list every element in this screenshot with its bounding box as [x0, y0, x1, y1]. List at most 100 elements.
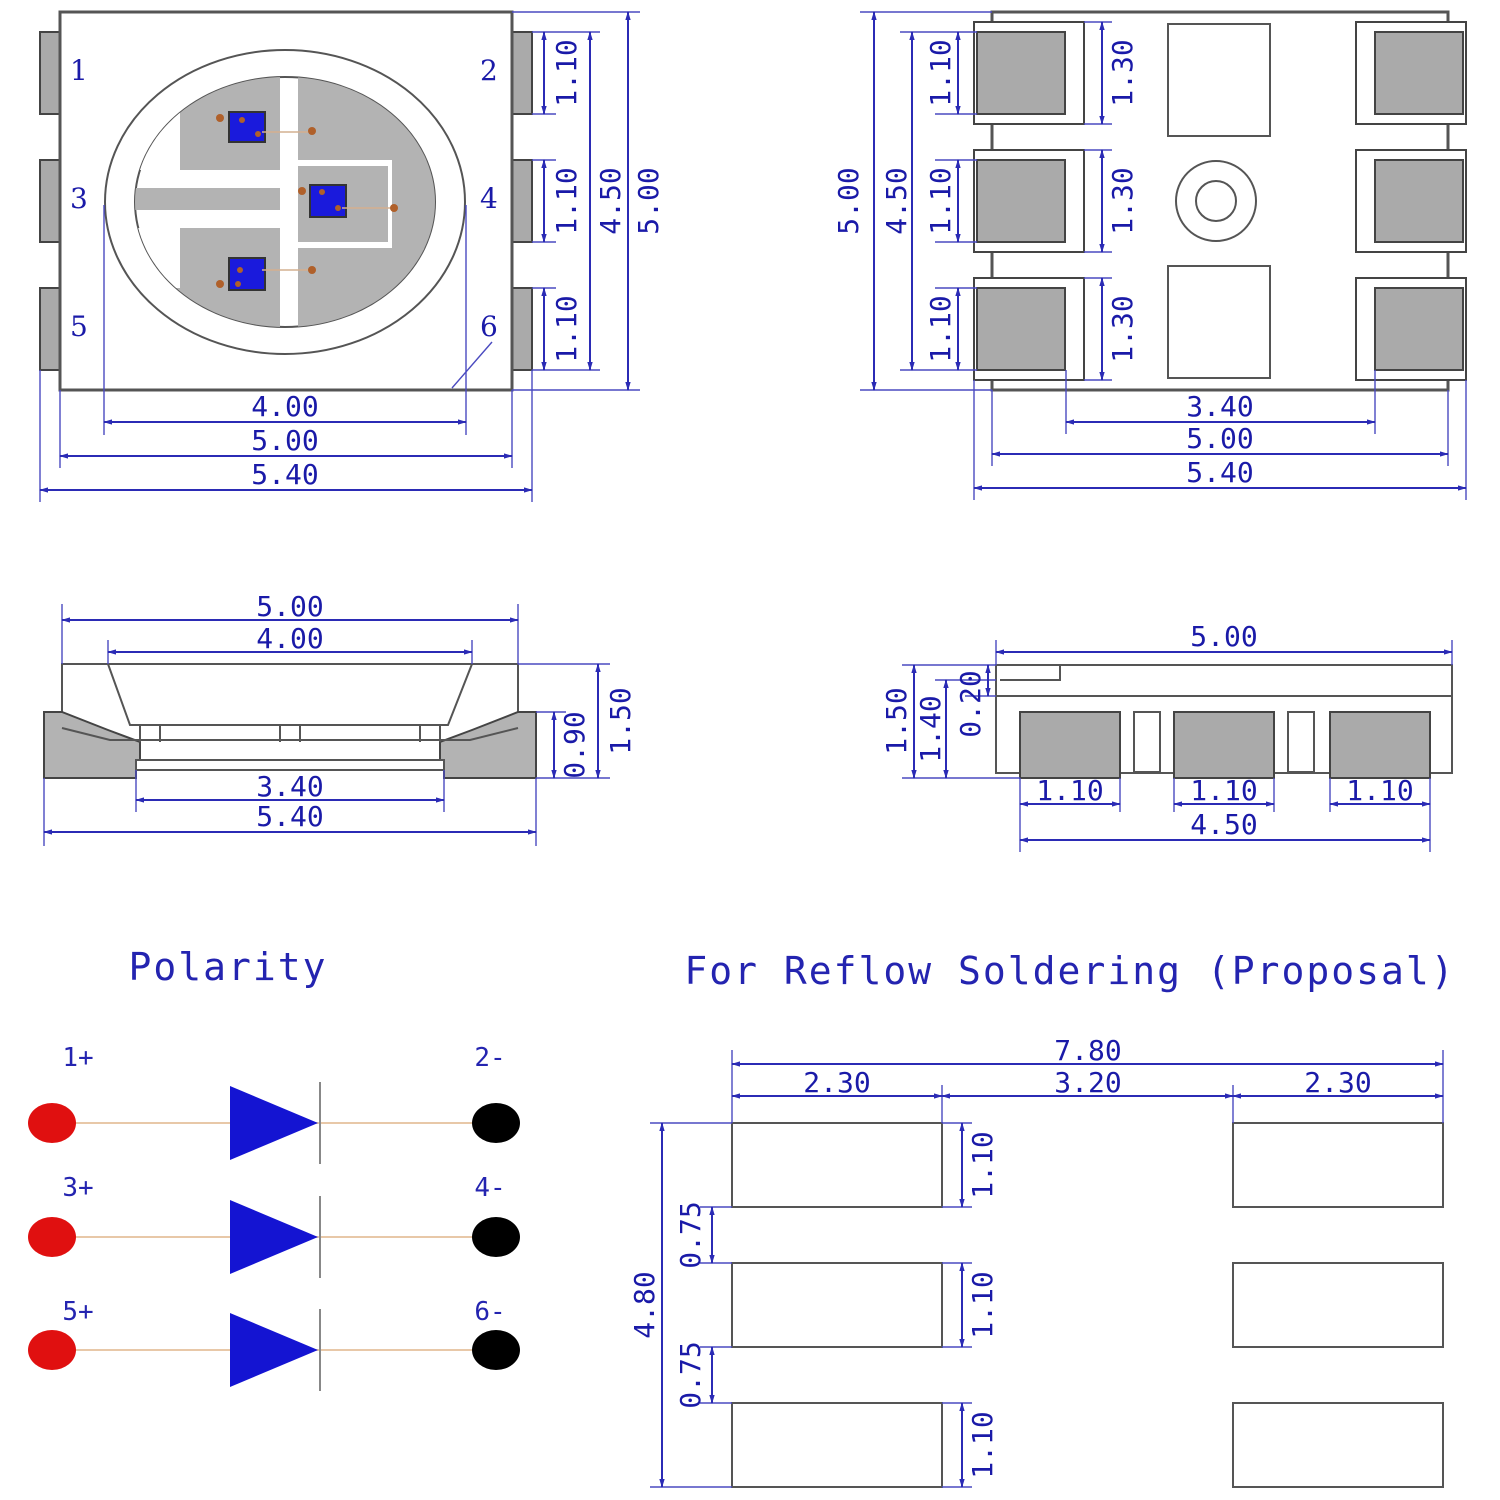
pin-label-2: 2 — [480, 54, 498, 87]
dim-body-width: 5.00 — [251, 424, 318, 457]
cathode-dot-2 — [472, 1103, 520, 1143]
anode-label-3: 3+ — [62, 1173, 93, 1203]
diode-symbol-3 — [230, 1313, 318, 1387]
anode-label-1: 1+ — [62, 1043, 93, 1073]
lead-2 — [511, 31, 533, 115]
bottom-pad-1 — [976, 31, 1066, 115]
dim-bottom-pad-l-1: 1.30 — [1106, 39, 1139, 106]
cathode-label-2: 2- — [474, 1043, 505, 1073]
lead-6 — [511, 287, 533, 371]
top-view: 1 2 3 4 5 6 4.00 5.00 5.40 1.10 1.10 1.1… — [39, 10, 665, 502]
dim-bottom-body-width: 5.00 — [1186, 422, 1253, 455]
lead-4 — [511, 159, 533, 243]
cathode-label-6: 6- — [474, 1297, 505, 1327]
dim-reflow-gap: 3.20 — [1054, 1066, 1121, 1099]
dim-reflow-pad-width-left: 2.30 — [803, 1066, 870, 1099]
pin-label-5: 5 — [70, 310, 88, 343]
dim-body-height: 5.00 — [632, 167, 665, 234]
dim-side-body-width: 5.00 — [256, 590, 323, 623]
dim-bottom-pad-l-2: 1.30 — [1106, 167, 1139, 234]
thermal-pad-bottom — [1167, 265, 1271, 379]
center-mark-inner — [1195, 180, 1237, 222]
polarity-section: Polarity 1+ 2- 3+ 4- 5+ 6- — [28, 945, 520, 1391]
dim-right-pad-3: 1.10 — [1346, 774, 1413, 807]
polarity-row-1: 1+ 2- — [28, 1043, 520, 1164]
anode-dot-3 — [28, 1217, 76, 1257]
dim-side-overall-width: 5.40 — [256, 800, 323, 833]
dim-bottom-pad-pitch: 3.40 — [1186, 390, 1253, 423]
dim-right-height: 1.50 — [880, 687, 913, 754]
dim-pad-pitch-2: 1.10 — [550, 167, 583, 234]
polarity-row-2: 3+ 4- — [28, 1173, 520, 1278]
anode-label-5: 5+ — [62, 1297, 93, 1327]
dim-side-lens: 4.00 — [256, 622, 323, 655]
dim-reflow-pad-h-2: 1.10 — [966, 1271, 999, 1338]
led-chip-3 — [216, 257, 316, 291]
footprint-pad-l1 — [731, 1122, 943, 1208]
side-lens-profile — [107, 663, 473, 726]
center-mark-outer — [1175, 160, 1257, 242]
pin-label-4: 4 — [480, 182, 498, 215]
lead-5 — [39, 287, 61, 371]
dim-side-pad-pitch: 3.40 — [256, 770, 323, 803]
dim-bottom-body-height: 5.00 — [832, 167, 865, 234]
footprint-pad-l3 — [731, 1402, 943, 1488]
footprint-pad-r1 — [1232, 1122, 1444, 1208]
right-side-pad-3 — [1329, 711, 1431, 779]
bottom-pad-3 — [976, 159, 1066, 243]
bottom-pad-2 — [1374, 31, 1464, 115]
bottom-pad-4 — [1374, 159, 1464, 243]
diode-symbol-2 — [230, 1200, 318, 1274]
dim-reflow-spacing-1: 0.75 — [674, 1201, 707, 1268]
dim-reflow-total-width: 7.80 — [1054, 1034, 1121, 1067]
package-body — [58, 10, 514, 392]
footprint-pad-r3 — [1232, 1402, 1444, 1488]
right-side-pad-1 — [1019, 711, 1121, 779]
right-side-pad-2 — [1173, 711, 1275, 779]
dim-bottom-pad-w-2: 1.10 — [924, 167, 957, 234]
dim-reflow-pad-h-1: 1.10 — [966, 1131, 999, 1198]
dim-bottom-pad-w-1: 1.10 — [924, 39, 957, 106]
dim-pad-pitch-1: 1.10 — [550, 39, 583, 106]
lead-1 — [39, 31, 61, 115]
dim-reflow-total-height: 4.80 — [628, 1271, 661, 1338]
pin-label-6: 6 — [480, 310, 498, 343]
bottom-pad-6 — [1374, 287, 1464, 371]
dim-right-body-height: 1.40 — [914, 695, 947, 762]
lead-frame — [134, 76, 436, 328]
footprint-pad-l2 — [731, 1262, 943, 1348]
cathode-dot-6 — [472, 1330, 520, 1370]
diode-symbol-1 — [230, 1086, 318, 1160]
polarity-row-3: 5+ 6- — [28, 1297, 520, 1391]
dim-pad-pitch-3: 1.10 — [550, 295, 583, 362]
footprint-pad-r2 — [1232, 1262, 1444, 1348]
dim-reflow-spacing-2: 0.75 — [674, 1341, 707, 1408]
pin-label-1: 1 — [70, 54, 88, 87]
anode-dot-1 — [28, 1103, 76, 1143]
dim-bottom-pad-l-3: 1.30 — [1106, 295, 1139, 362]
dim-bottom-pad-span: 4.50 — [880, 167, 913, 234]
led-chip-2 — [298, 184, 398, 218]
dim-right-pad-1: 1.10 — [1036, 774, 1103, 807]
side-lead-right — [439, 711, 537, 779]
thermal-pad-top — [1167, 23, 1271, 137]
dim-right-body-width: 5.00 — [1190, 620, 1257, 653]
dim-lens-width: 4.00 — [251, 390, 318, 423]
lead-3 — [39, 159, 61, 243]
cathode-dot-4 — [472, 1217, 520, 1257]
dim-bottom-pad-w-3: 1.10 — [924, 295, 957, 362]
bottom-view: 5.00 4.50 1.10 1.10 1.10 1.30 1.30 1.30 … — [832, 10, 1467, 500]
led-chip-1 — [216, 111, 316, 143]
dim-right-step: 0.20 — [954, 670, 987, 737]
dim-overall-width: 5.40 — [251, 458, 318, 491]
lens-outer — [104, 49, 466, 355]
dim-reflow-pad-width-right: 2.30 — [1304, 1066, 1371, 1099]
reflow-section: For Reflow Soldering (Proposal) 7.80 2.3… — [628, 949, 1455, 1488]
dim-side-height: 1.50 — [604, 687, 637, 754]
side-view-front: 5.00 4.00 0.90 1.50 3.40 5.40 — [43, 590, 637, 846]
dim-right-pad-2: 1.10 — [1190, 774, 1257, 807]
side-view-right: 5.00 1.50 1.40 0.20 1.10 1.10 1.10 4.50 — [880, 620, 1453, 852]
dim-right-pad-span: 4.50 — [1190, 808, 1257, 841]
reflow-title: For Reflow Soldering (Proposal) — [684, 949, 1455, 993]
